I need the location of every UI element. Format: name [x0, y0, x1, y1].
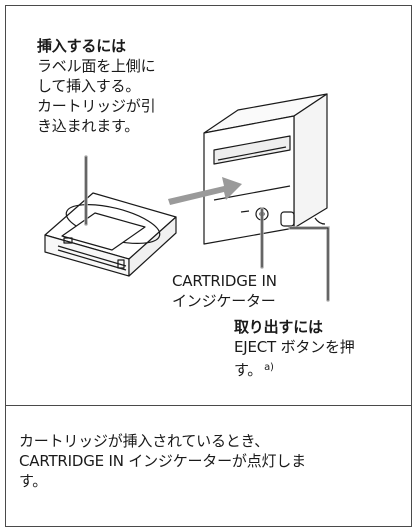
figure-divider: [5, 405, 412, 406]
insert-line-1: ラベル面を上側に: [37, 57, 156, 75]
footer-line-1: カートリッジが挿入されているとき、: [19, 432, 270, 450]
drive-unit: [203, 93, 328, 245]
indicator-label-line-2: インジケーター: [172, 292, 276, 310]
eject-heading: 取り出すには: [234, 318, 323, 336]
footer-line-3: す。: [19, 472, 48, 490]
insert-heading: 挿入するには: [37, 37, 126, 55]
cartridge: [44, 192, 177, 277]
indicator-label-line-1: CARTRIDGE IN: [172, 272, 277, 290]
insert-line-4: き込まれます。: [37, 117, 140, 135]
insert-arrow-icon: [168, 177, 242, 205]
eject-footnote-mark: a): [264, 362, 274, 373]
insert-line-3: カートリッジが引: [37, 97, 156, 115]
eject-callout-line: [288, 226, 330, 302]
eject-line-2: す。a): [234, 361, 274, 379]
footer-line-2: CARTRIDGE IN インジケーターが点灯しま: [19, 452, 306, 470]
figure-frame: [5, 5, 412, 527]
insert-line-2: して挿入する。: [37, 77, 141, 95]
eject-line-1: EJECT ボタンを押: [234, 338, 355, 356]
